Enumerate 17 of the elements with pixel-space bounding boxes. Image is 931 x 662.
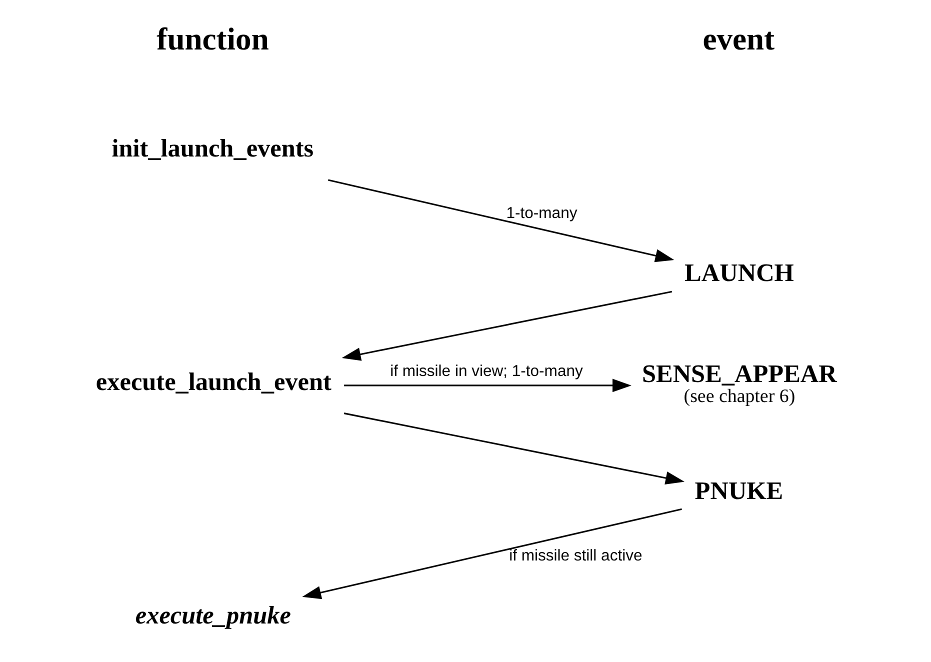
arrow xyxy=(328,179,674,262)
arrow xyxy=(344,378,631,392)
node-text: init_launch_events xyxy=(111,135,314,162)
arrow xyxy=(341,290,672,361)
node-text: execute_pnuke xyxy=(134,602,290,630)
arrow xyxy=(343,412,684,485)
label: function xyxy=(156,21,268,56)
arrow xyxy=(302,508,682,600)
node-text: execute_launch_event xyxy=(95,368,331,396)
node-text: LAUNCH xyxy=(684,260,794,287)
edge-label: if missile in view; 1-to-many xyxy=(390,362,582,380)
node-label: (see chapter 6) xyxy=(683,386,795,408)
node-text: PNUKE xyxy=(694,478,783,505)
label: event xyxy=(702,21,774,56)
edge-label: if missile still active xyxy=(508,548,642,565)
edge-label: 1-to-many xyxy=(506,205,577,222)
node-text: SENSE_APPEAR xyxy=(641,360,836,388)
